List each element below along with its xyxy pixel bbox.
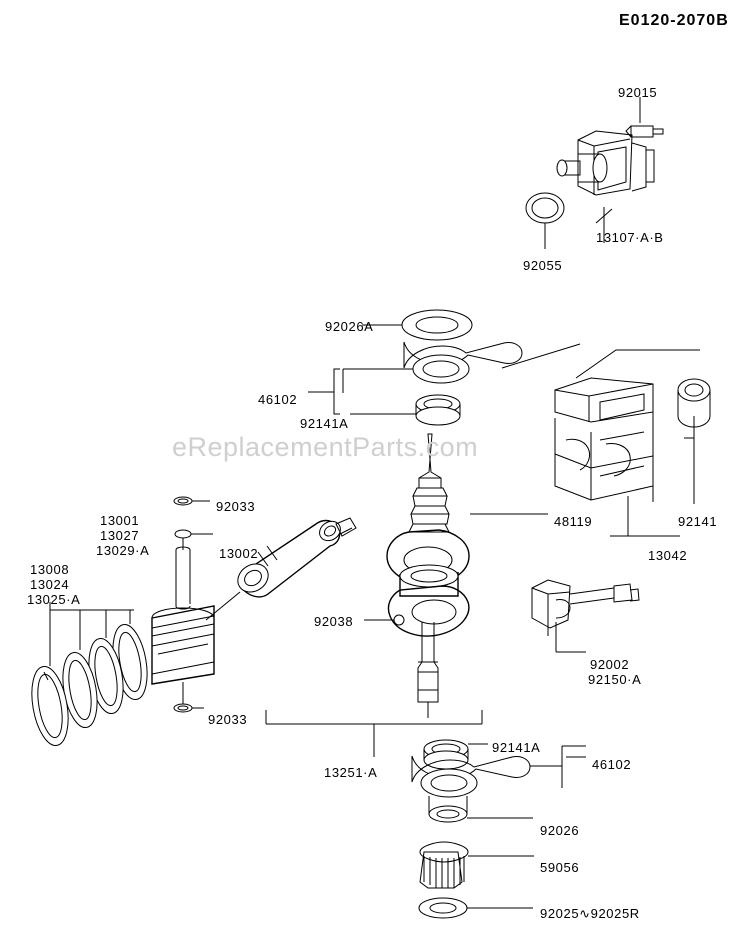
callout-92141: 92141 [678,514,718,529]
callout-92026a: 92026A [325,319,374,334]
part-92025-shim [418,897,533,919]
callout-92141a-lower: 92141A [492,740,541,755]
part-92015-bolt [625,97,664,138]
callout-92150-a: 92150·A [588,672,642,687]
callout-13029-a: 13029·A [96,543,150,558]
callout-92033-upper: 92033 [216,499,256,514]
callout-46102-lower: 46102 [592,757,632,772]
part-92002-bolt [531,579,640,653]
callout-92038: 92038 [314,614,354,629]
part-46102-lower-rocker [411,745,586,798]
part-92026-washer [428,796,533,823]
leader-crossbar [501,343,581,369]
callout-92025-92025r: 92025∿92025R [540,906,640,921]
callout-92002: 92002 [590,657,630,672]
callout-13027: 13027 [100,528,140,543]
part-92141A-upper-spring [350,394,461,426]
part-13042-bearing-holder [554,377,680,537]
part-92026A-shim [362,309,473,341]
part-46102-upper-rocker [342,341,523,393]
callout-92026: 92026 [540,823,580,838]
callout-13042: 13042 [648,548,688,563]
callout-13024: 13024 [30,577,70,592]
callout-92055: 92055 [523,258,563,273]
callout-59056: 59056 [540,860,580,875]
callout-92141a-upper: 92141A [300,416,349,431]
callout-92033-lower: 92033 [208,712,248,727]
part-92141-bushing [677,378,711,504]
part-13008-piston [151,496,215,713]
callout-13001: 13001 [100,513,140,528]
callout-92015: 92015 [618,85,658,100]
callout-13025-a: 13025·A [27,592,81,607]
callout-46102-upper: 46102 [258,392,298,407]
callout-13107-a-b: 13107·A·B [596,230,664,245]
watermark: eReplacementParts.com [172,432,479,462]
part-13251-crankshaft [265,433,483,757]
callout-13008: 13008 [30,562,70,577]
callout-13002: 13002 [219,546,259,561]
diagram-title: E0120-2070B [619,12,729,29]
leader-13042-top [575,349,700,379]
part-13107-governor-assembly [556,130,655,243]
callout-13251-a: 13251·A [324,765,378,780]
callout-48119: 48119 [554,514,593,529]
part-59056-gear [419,841,534,889]
part-92038-pin [364,614,405,626]
part-92055-oring [525,192,565,249]
part-13024-piston-rings [31,602,148,747]
part-13001-connecting-rod [205,517,357,621]
part-92141A-lower [423,739,488,770]
